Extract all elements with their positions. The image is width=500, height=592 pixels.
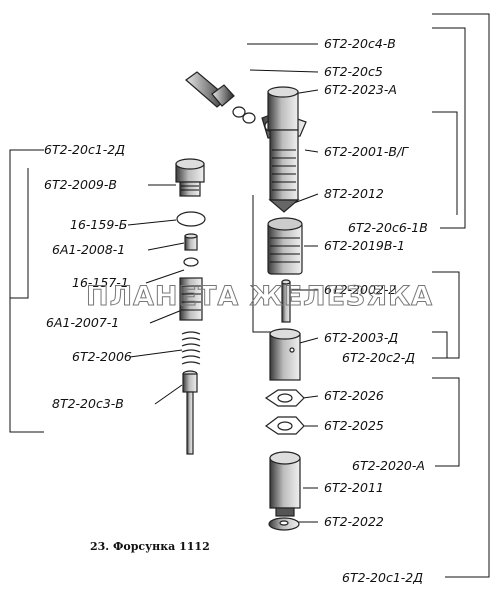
bracket-lines [9, 13, 490, 578]
label-6t2-20c1-2d-left: 6Т2-20с1-2Д [44, 142, 125, 157]
washer-16-159-part [176, 211, 206, 227]
ring-16-157-part [183, 257, 199, 267]
label-6t2-2026: 6Т2-2026 [324, 388, 384, 403]
label-6t2-2011: 6Т2-2011 [324, 480, 384, 495]
label-6t2-2001-vg: 6Т2-2001-В/Г [324, 144, 409, 159]
label-6a1-2007-1: 6А1-2007-1 [46, 315, 119, 330]
label-6t2-2025: 6Т2-2025 [324, 418, 384, 433]
figure-caption: 23. Форсунка 1112 [90, 540, 210, 553]
label-6t2-2023-a: 6Т2-2023-А [324, 82, 397, 97]
spring-guide-part-2007 [179, 277, 203, 321]
label-6t2-20c5: 6Т2-20с5 [324, 64, 383, 79]
pin-part [281, 279, 291, 323]
nozzle-sleeve-part [269, 451, 301, 517]
label-6t2-2003-d: 6Т2-2003-Д [324, 330, 398, 345]
label-6t2-20c6-1v: 6Т2-20с6-1В [348, 220, 428, 235]
spring-2006-part [181, 331, 201, 365]
rod-part [182, 370, 198, 455]
label-16-157-1: 16-157-1 [72, 275, 129, 290]
label-6t2-2002-2: 6Т2-2002-2 [324, 282, 396, 297]
label-6t2-2009-v: 6Т2-2009-В [44, 177, 117, 192]
part-labels: 6Т2-20с4-В 6Т2-20с5 6Т2-2023-А 6Т2-2001-… [44, 36, 428, 585]
label-6t2-2019v-1: 6Т2-2019В-1 [324, 238, 405, 253]
washer-2022-part [268, 517, 300, 531]
washer-small-part [232, 106, 256, 124]
label-8t2-2012: 8Т2-2012 [324, 186, 384, 201]
label-6t2-20c1-2d-bottom: 6Т2-20с1-2Д [342, 570, 423, 585]
label-6t2-2006: 6Т2-2006 [72, 349, 132, 364]
label-6t2-2022: 6Т2-2022 [324, 514, 384, 529]
spring-seat-body-part [269, 328, 301, 381]
label-6t2-2020-a: 6Т2-2020-А [352, 458, 425, 473]
fitting-part [185, 71, 235, 108]
watermark-text: ПЛАНЕТА ЖЕЛЕЗЯКА [86, 281, 433, 312]
label-6a1-2008-1: 6А1-2008-1 [52, 242, 125, 257]
label-16-159-b: 16-159-Б [70, 217, 127, 232]
plunger-part-2008 [184, 233, 198, 251]
label-8t2-20c3-v: 8Т2-20с3-В [52, 396, 124, 411]
cap-nut-part [267, 217, 303, 275]
nozzle-holder-body [261, 86, 307, 213]
label-6t2-20c4-v: 6Т2-20с4-В [324, 36, 396, 51]
adjusting-screw-part [175, 158, 205, 197]
label-6t2-20c2-d: 6Т2-20с2-Д [342, 350, 415, 365]
gasket-2025-part [264, 416, 305, 435]
gasket-2026-part [264, 389, 305, 407]
